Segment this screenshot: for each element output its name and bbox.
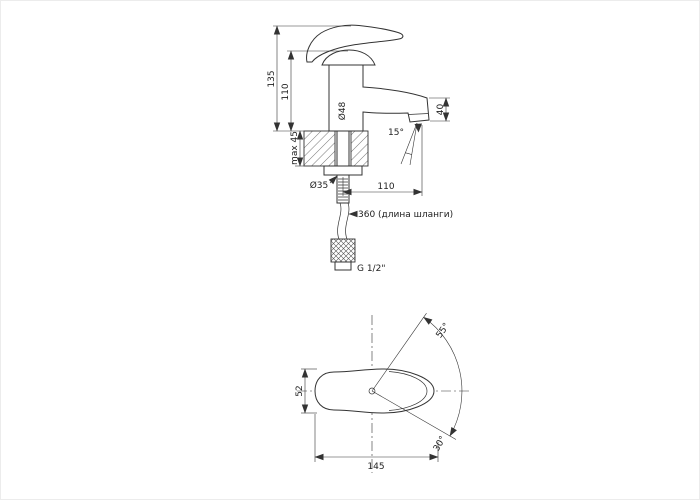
angle-label-15: 15° — [388, 128, 404, 138]
mounting-nut — [323, 165, 363, 176]
dim-label-d35: Ø35 — [310, 180, 329, 191]
hose-length-label: 360 (длина шланги) — [358, 210, 453, 220]
radial-line-55 — [371, 313, 427, 392]
hose-right-edge — [345, 202, 350, 240]
top-view: 55° 30° 52 145 — [295, 313, 469, 473]
angle15-line-inner — [409, 122, 418, 166]
deck-section-left — [303, 130, 336, 167]
cartridge-dome — [321, 49, 376, 66]
swing-arc — [423, 317, 463, 437]
hose-braided-fitting — [330, 238, 356, 263]
dim-label-135: 135 — [267, 70, 277, 87]
angle-label-55: 55° — [435, 321, 452, 340]
dim-label-145: 145 — [367, 462, 384, 472]
radial-line-30 — [371, 390, 457, 440]
dim-label-max45: max 45 — [290, 131, 300, 165]
dim-label-40: 40 — [436, 104, 446, 116]
lever-handle-side — [306, 24, 404, 63]
lever-handle-top — [314, 368, 435, 414]
hose-left-edge — [337, 202, 342, 240]
leader-line-d35 — [328, 175, 338, 185]
thread-size-label: G 1/2" — [357, 264, 385, 274]
dim-label-d48: Ø48 — [337, 101, 348, 120]
dim-label-110-horiz: 110 — [377, 182, 394, 192]
handle-pivot — [368, 387, 376, 395]
dim-label-110-vert: 110 — [281, 83, 291, 100]
deck-section-right — [350, 130, 369, 167]
angle15-arc — [405, 152, 412, 155]
dim-label-52: 52 — [295, 385, 305, 396]
faucet-body-spout — [328, 64, 430, 132]
hose-end-nut — [334, 261, 352, 271]
aerator-line — [408, 113, 429, 115]
angle-label-30: 30° — [432, 435, 449, 454]
side-view-dimensions: 135 110 max 45 Ø48 Ø35 110 40 15° 360 (д… — [267, 25, 453, 274]
angle15-line-outer — [400, 122, 418, 165]
side-view — [303, 24, 430, 271]
